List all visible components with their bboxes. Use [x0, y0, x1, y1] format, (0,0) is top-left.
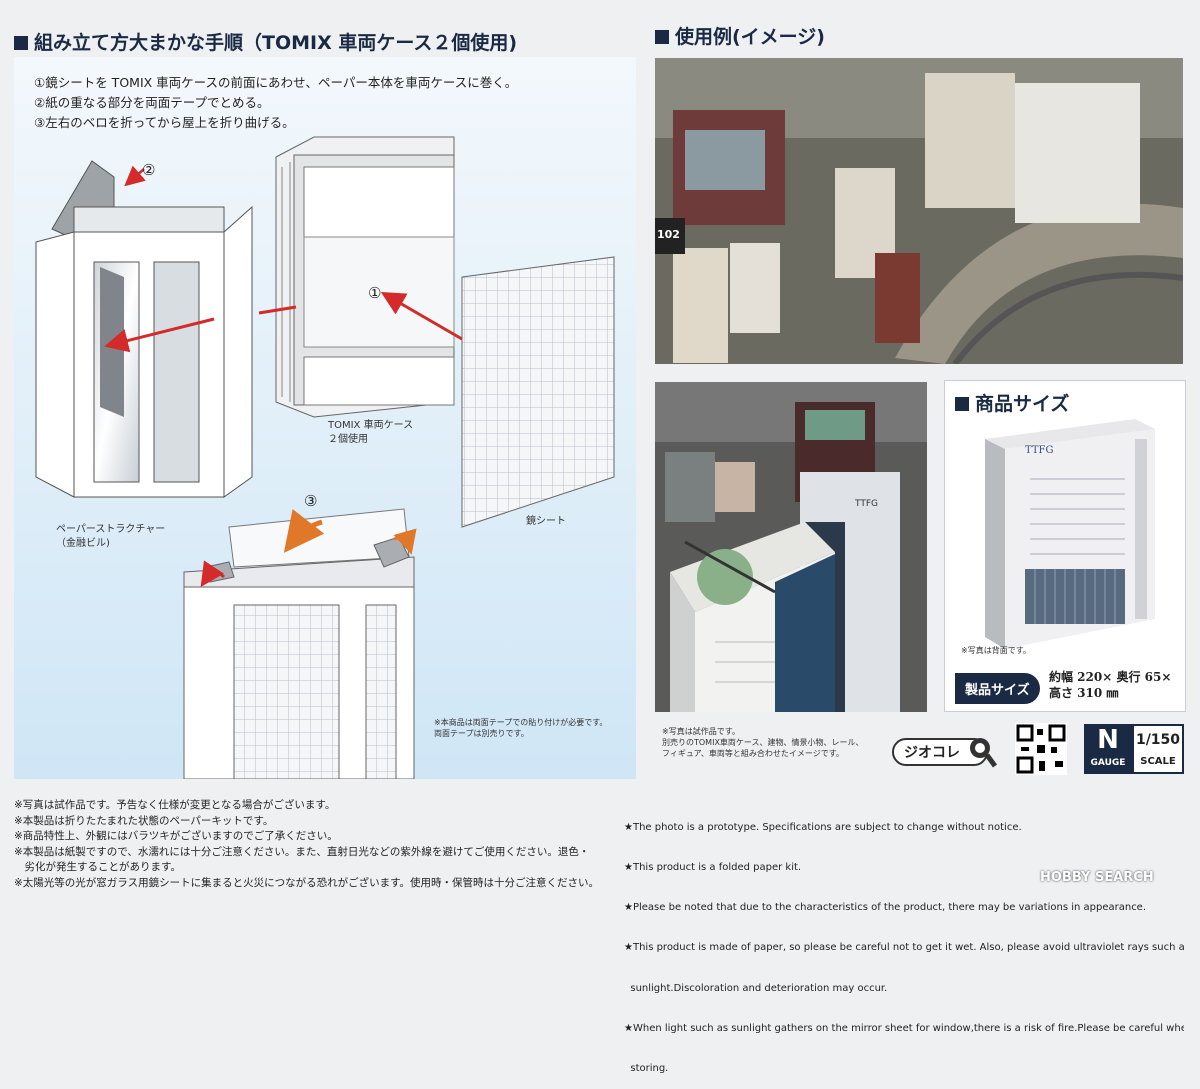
instruction-panel: ①鏡シートを TOMIX 車両ケースの前面にあわせ、ペーパー本体を車両ケースに巻…: [14, 57, 636, 779]
arrow-2-icon: [104, 317, 215, 353]
heading-square-icon: [14, 36, 28, 50]
watermark: HOBBY SEARCH: [1040, 870, 1154, 885]
english-notes: ★The photo is a prototype. Specification…: [624, 821, 1184, 1075]
arrow-line-icon: [258, 305, 297, 315]
qr-code-icon: [1015, 723, 1067, 775]
mirror-sheet-drawing: [461, 256, 615, 528]
step-1: ①鏡シートを TOMIX 車両ケースの前面にあわせ、ペーパー本体を車両ケースに巻…: [34, 75, 518, 90]
model-rear-image: [985, 419, 1155, 649]
bank-sign: TTFG: [855, 499, 878, 509]
rear-note: ※写真は背面です。: [961, 646, 1031, 655]
scale-badge: 1/150 SCALE: [1132, 724, 1184, 774]
fold-left-arrow-icon: [200, 560, 226, 587]
heading-square-icon: [955, 397, 969, 411]
case-label: TOMIX 車両ケース ２個使用: [328, 420, 414, 445]
size-values: 約幅 220× 奥行 65× 高さ 310 ㎜: [1049, 670, 1172, 700]
marker-1: ①: [368, 284, 382, 302]
vehicle-case-drawing: [275, 136, 455, 418]
arrow-3-icon: [124, 165, 146, 187]
step-2: ②紙の重なる部分を両面テープでとめる。: [34, 95, 270, 110]
step-list: ①鏡シートを TOMIX 車両ケースの前面にあわせ、ペーパー本体を車両ケースに巻…: [34, 73, 517, 133]
arrow-1-icon: [380, 291, 463, 341]
japanese-notes: ※写真は試作品です。予告なく仕様が変更となる場合がございます。 ※本製品は折りた…: [14, 799, 600, 889]
mirror-sheet-label: 鏡シート: [526, 516, 566, 527]
model-logo: TTFG: [1025, 445, 1054, 456]
sign-102: 102: [657, 228, 680, 241]
product-size-box: 商品サイズ TTFG ※写真は背面です。 製品サイズ 約幅 220× 奥行 65…: [944, 380, 1186, 712]
example-photo-city: 102: [655, 58, 1183, 364]
assembly-diagram: [35, 136, 615, 779]
paper-structure-drawing: [35, 160, 253, 498]
fold-arrow-icon: [283, 509, 325, 553]
tape-note: ※本商品は両面テープでの貼り付けが必要です。 両面テープは別売りです。: [434, 718, 608, 738]
folded-building-drawing: [183, 508, 415, 779]
magnifier-icon: [970, 738, 998, 768]
photo-caption: ※写真は試作品です。 別売りのTOMIX車両ケース、建物、情景小物、レール、 フ…: [662, 727, 864, 758]
fold-right-arrow-icon: [393, 528, 417, 555]
heading-square-icon: [655, 30, 669, 44]
n-gauge-badge: N GAUGE: [1084, 724, 1132, 774]
step-3: ③左右のベロを折ってから屋上を折り曲げる。: [34, 115, 295, 130]
example-heading: 使用例(イメージ): [655, 22, 825, 49]
marker-2: ②: [142, 161, 156, 179]
assembly-heading: 組み立て方大まかな手順（TOMIX 車両ケース２個使用): [14, 28, 517, 55]
size-label: 製品サイズ: [955, 673, 1040, 704]
marker-3: ③: [304, 492, 318, 510]
example-photo-helipad: TTFG: [655, 382, 927, 712]
size-heading: 商品サイズ: [955, 389, 1069, 416]
paper-structure-label: ペーパーストラクチャー （金融ビル): [56, 524, 166, 549]
